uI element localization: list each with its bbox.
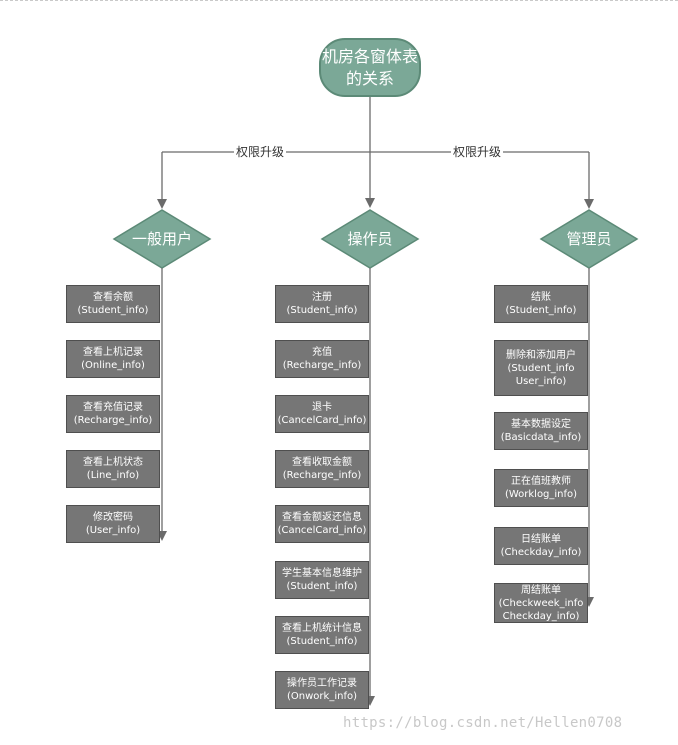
box-daily-bill: 日结账单(Checkday_info) <box>494 527 588 565</box>
title-line-2: 的关系 <box>345 68 394 88</box>
box-check-balance: 查看余额(Student_info) <box>66 285 160 323</box>
edge-label-right: 权限升级 <box>451 145 504 159</box>
box-online-records: 查看上机记录(Online_info) <box>66 340 160 378</box>
box-checkout: 结账(Student_info) <box>494 285 588 323</box>
role-label-general-user: 一般用户 <box>131 230 192 248</box>
box-online-statistics: 查看上机统计信息(Student_info) <box>275 616 369 654</box>
box-operator-worklog: 操作员工作记录(Onwork_info) <box>275 671 369 709</box>
box-change-password: 修改密码(User_info) <box>66 505 160 543</box>
box-refund-info: 查看金额返还信息(CancelCard_info) <box>275 505 369 543</box>
role-label-operator: 操作员 <box>347 230 393 248</box>
title-node: 机房各窗体表 的关系 <box>319 38 421 97</box>
box-student-maintenance: 学生基本信息维护(Student_info) <box>275 561 369 599</box>
box-duty-teacher: 正在值班教师(Worklog_info) <box>494 469 588 507</box>
box-cancel-card: 退卡(CancelCard_info) <box>275 395 369 433</box>
box-register: 注册(Student_info) <box>275 285 369 323</box>
top-dashed-border <box>0 0 678 1</box>
box-online-status: 查看上机状态(Line_info) <box>66 450 160 488</box>
role-label-admin: 管理员 <box>566 230 612 248</box>
edge-label-left: 权限升级 <box>234 145 287 159</box>
watermark-url: https://blog.csdn.net/Hellen0708 <box>343 715 623 731</box>
box-collected-amount: 查看收取金额(Recharge_info) <box>275 450 369 488</box>
box-basic-data: 基本数据设定(Basicdata_info) <box>494 412 588 450</box>
box-recharge: 充值(Recharge_info) <box>275 340 369 378</box>
box-recharge-records: 查看充值记录(Recharge_info) <box>66 395 160 433</box>
title-line-1: 机房各窗体表 <box>321 46 418 66</box>
